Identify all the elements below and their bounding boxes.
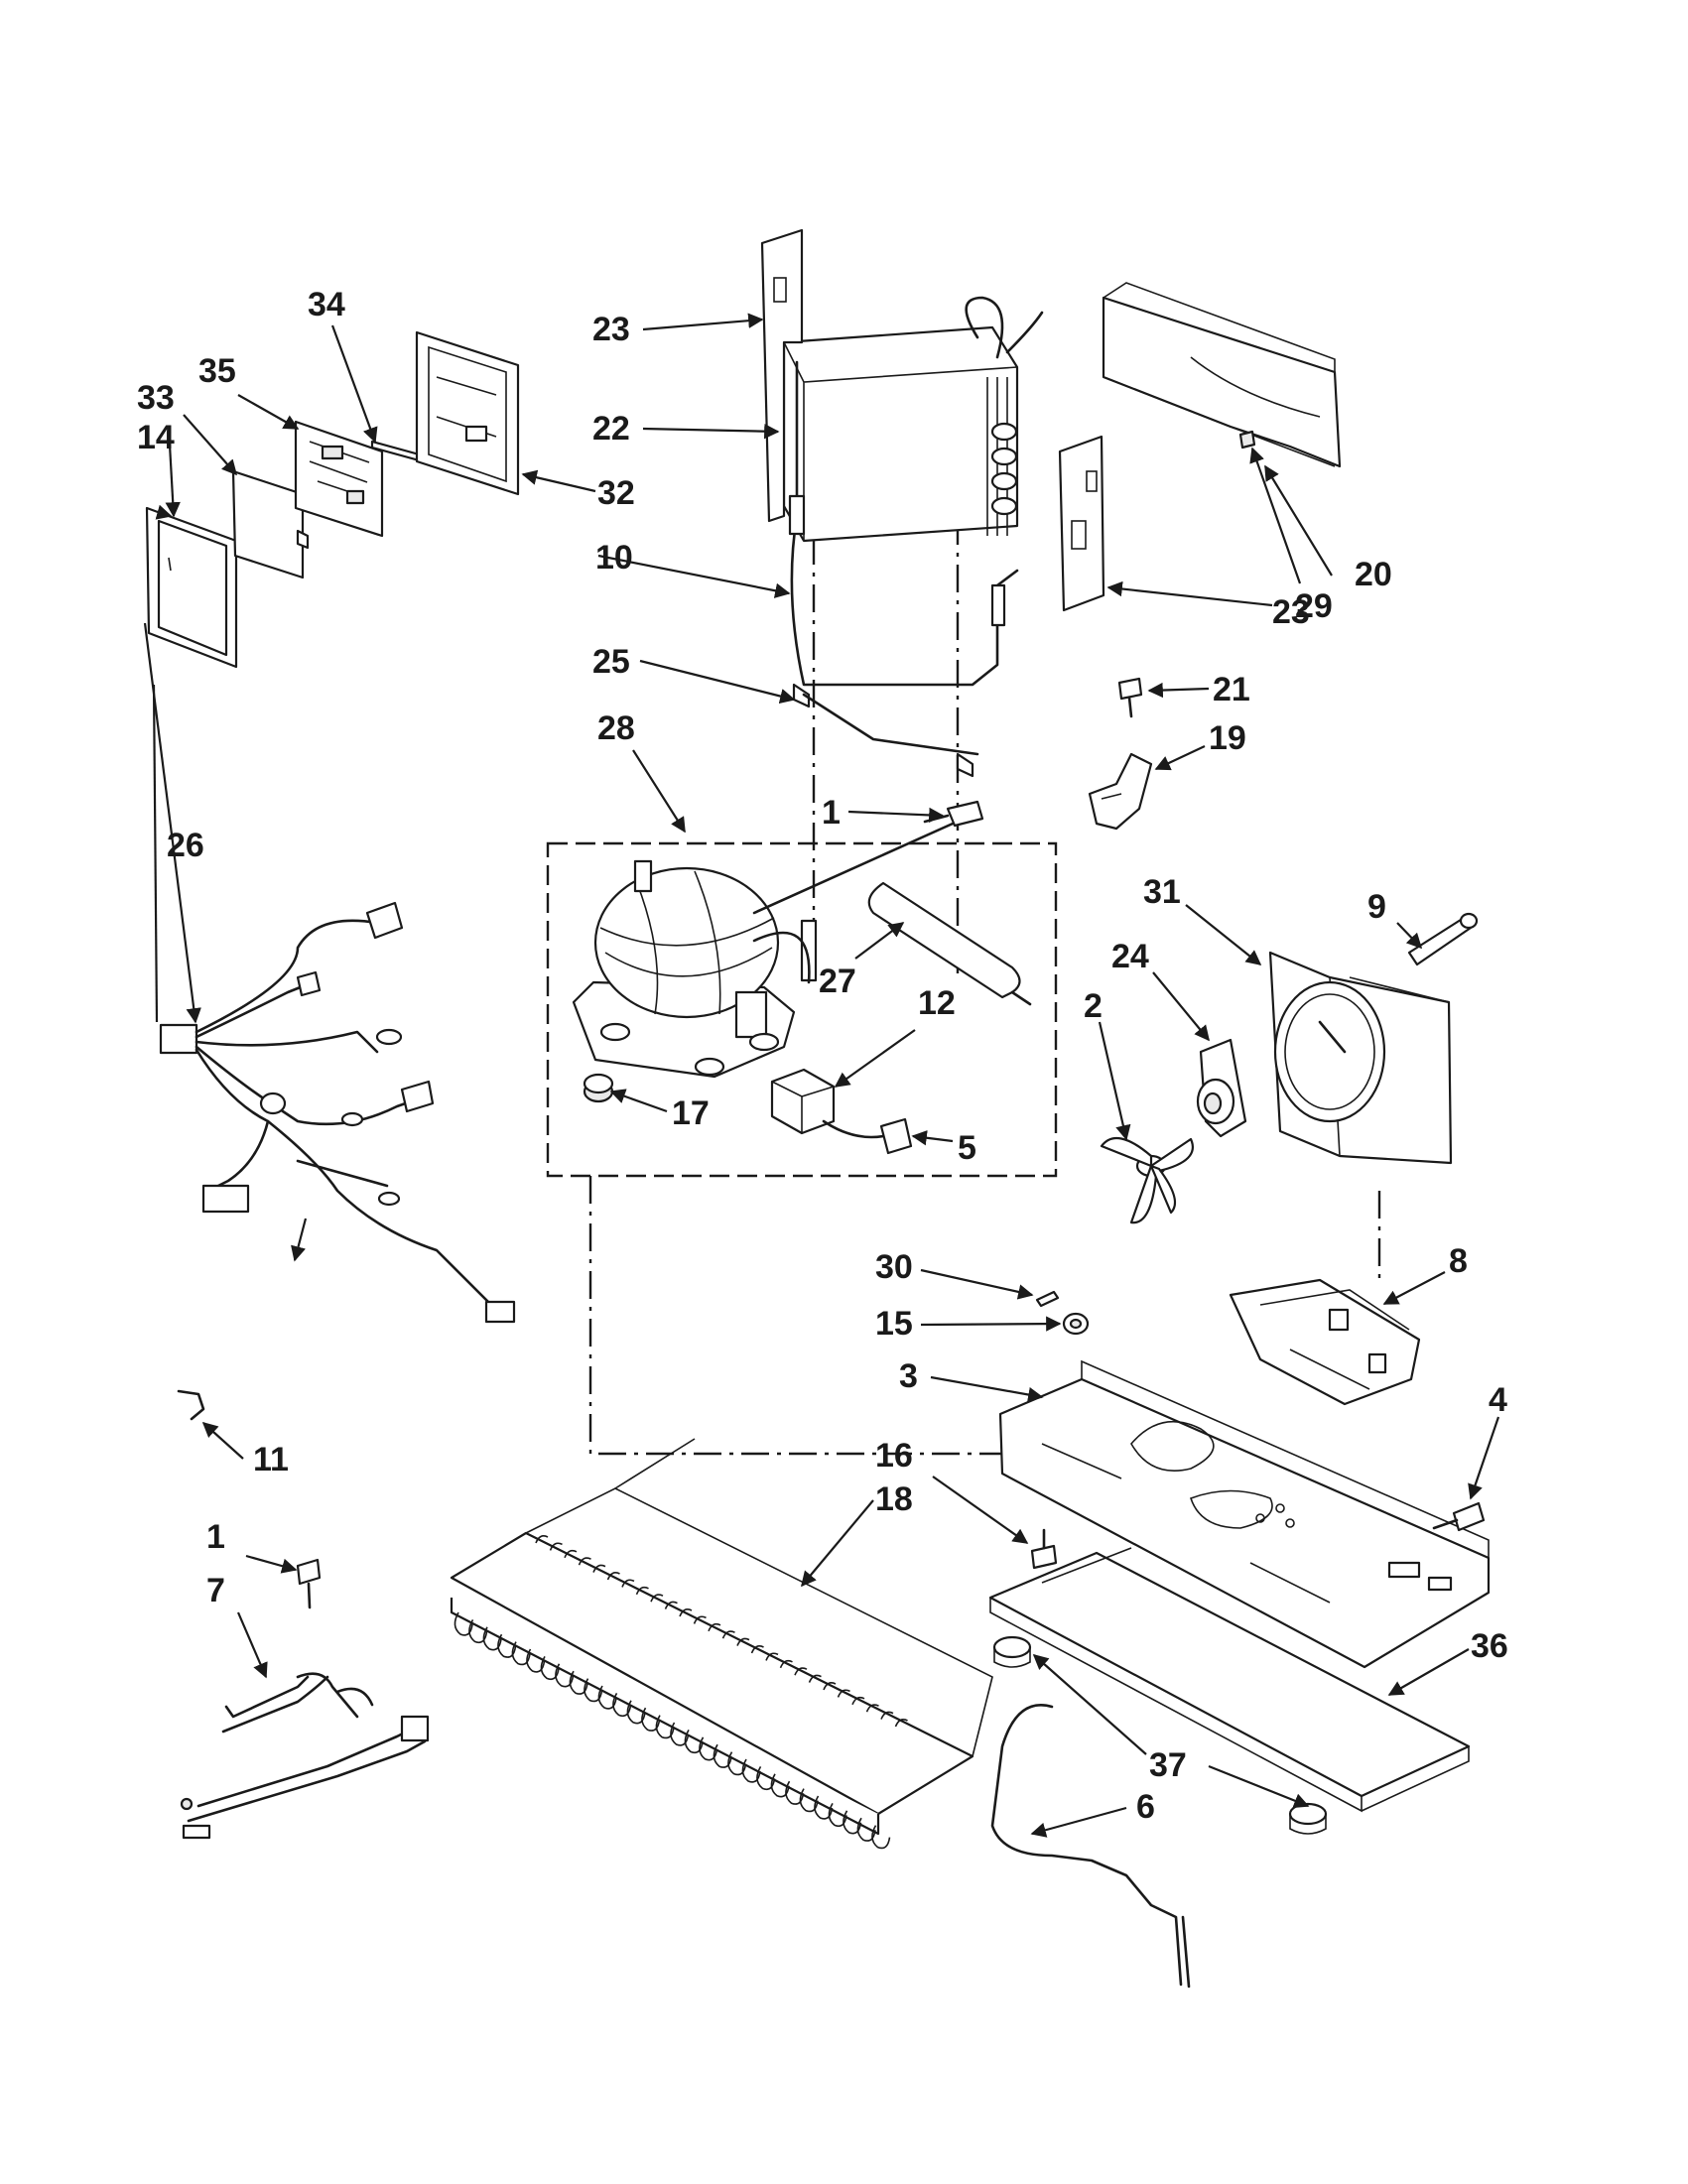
drain-tube	[990, 1704, 1191, 1989]
grommet	[583, 1073, 614, 1103]
callout-33: 33	[137, 379, 175, 417]
control-housing	[415, 330, 520, 496]
leader-lines	[143, 313, 1500, 1838]
overload	[879, 1117, 913, 1155]
callout-29: 29	[1295, 587, 1333, 625]
pin-30	[1035, 1290, 1060, 1308]
callout-11: 11	[253, 1441, 289, 1478]
callout-24: 24	[1111, 938, 1149, 975]
callout-4: 4	[1489, 1381, 1507, 1419]
evaporator-bracket-left	[760, 228, 804, 523]
screw-4	[1432, 1501, 1486, 1532]
leveling-foot-right	[1288, 1802, 1328, 1835]
callout-16: 16	[875, 1437, 913, 1475]
cover-clip	[1238, 430, 1256, 450]
condenser-coil-loops	[454, 1535, 908, 1850]
screw-bottom	[296, 1558, 322, 1609]
wire-harness	[159, 901, 516, 1324]
evaporator	[782, 296, 1044, 543]
callout-7: 7	[206, 1572, 225, 1609]
suction-tube	[752, 822, 955, 915]
fan-blade	[1100, 1136, 1194, 1224]
callout-32: 32	[597, 474, 635, 512]
callout-22: 22	[592, 410, 630, 448]
callout-25: 25	[592, 643, 630, 681]
leveling-foot-left	[992, 1635, 1032, 1668]
callout-18: 18	[875, 1480, 913, 1518]
callout-10: 10	[595, 539, 633, 577]
defrost-heater	[788, 360, 1019, 778]
callout-23-right: 23	[1272, 593, 1310, 631]
evaporator-cover	[1102, 282, 1342, 468]
screw-top	[923, 800, 984, 828]
callout-28: 28	[597, 709, 635, 747]
callout-27: 27	[819, 963, 856, 1000]
callout-19: 19	[1209, 719, 1246, 757]
callout-14: 14	[137, 419, 175, 456]
condenser-coil	[450, 1438, 993, 1836]
screw-9	[1407, 912, 1479, 966]
control-frame	[145, 506, 238, 669]
callout-37: 37	[1149, 1746, 1187, 1784]
drain-pan	[988, 1547, 1471, 1813]
base-plate	[998, 1359, 1491, 1669]
callout-30: 30	[875, 1248, 913, 1286]
callout-35: 35	[198, 352, 236, 390]
evaporator-bracket-right	[1058, 435, 1105, 612]
control-board	[294, 420, 384, 538]
fan-bracket	[1229, 1278, 1421, 1406]
callout-5: 5	[958, 1129, 976, 1167]
compressor-assembly-box	[546, 841, 1058, 1178]
callout-26: 26	[167, 827, 204, 864]
callout-1-top: 1	[822, 794, 841, 832]
compressor	[572, 859, 818, 1079]
relay	[770, 1068, 885, 1139]
callout-1-bottom: 1	[206, 1518, 225, 1556]
callout-23-top: 23	[592, 311, 630, 348]
drier	[867, 881, 1032, 1006]
callout-31: 31	[1143, 873, 1181, 911]
fan-motor	[1196, 1038, 1247, 1138]
callout-17: 17	[672, 1094, 710, 1132]
screw-16	[1030, 1528, 1058, 1570]
callout-34: 34	[308, 286, 345, 323]
callout-36: 36	[1471, 1627, 1508, 1665]
callout-15: 15	[875, 1305, 913, 1343]
callout-6: 6	[1136, 1788, 1155, 1826]
callout-3: 3	[899, 1357, 918, 1395]
callout-21: 21	[1213, 671, 1250, 708]
screw-21	[1117, 677, 1143, 718]
fan-shroud	[1268, 951, 1453, 1165]
callout-labels: 23 22 10 25 28 1 27 12 17 5 23 29 20 21 …	[137, 286, 1508, 1826]
lower-harness	[180, 1672, 430, 1840]
callout-9: 9	[1367, 888, 1386, 926]
wire-clip	[177, 1389, 205, 1421]
callout-2: 2	[1084, 987, 1103, 1025]
callout-20: 20	[1355, 556, 1392, 593]
callout-8: 8	[1449, 1242, 1468, 1280]
control-cover	[231, 469, 310, 579]
clip-19	[1088, 752, 1153, 831]
callout-12: 12	[918, 984, 956, 1022]
grommet-15	[1062, 1312, 1090, 1336]
